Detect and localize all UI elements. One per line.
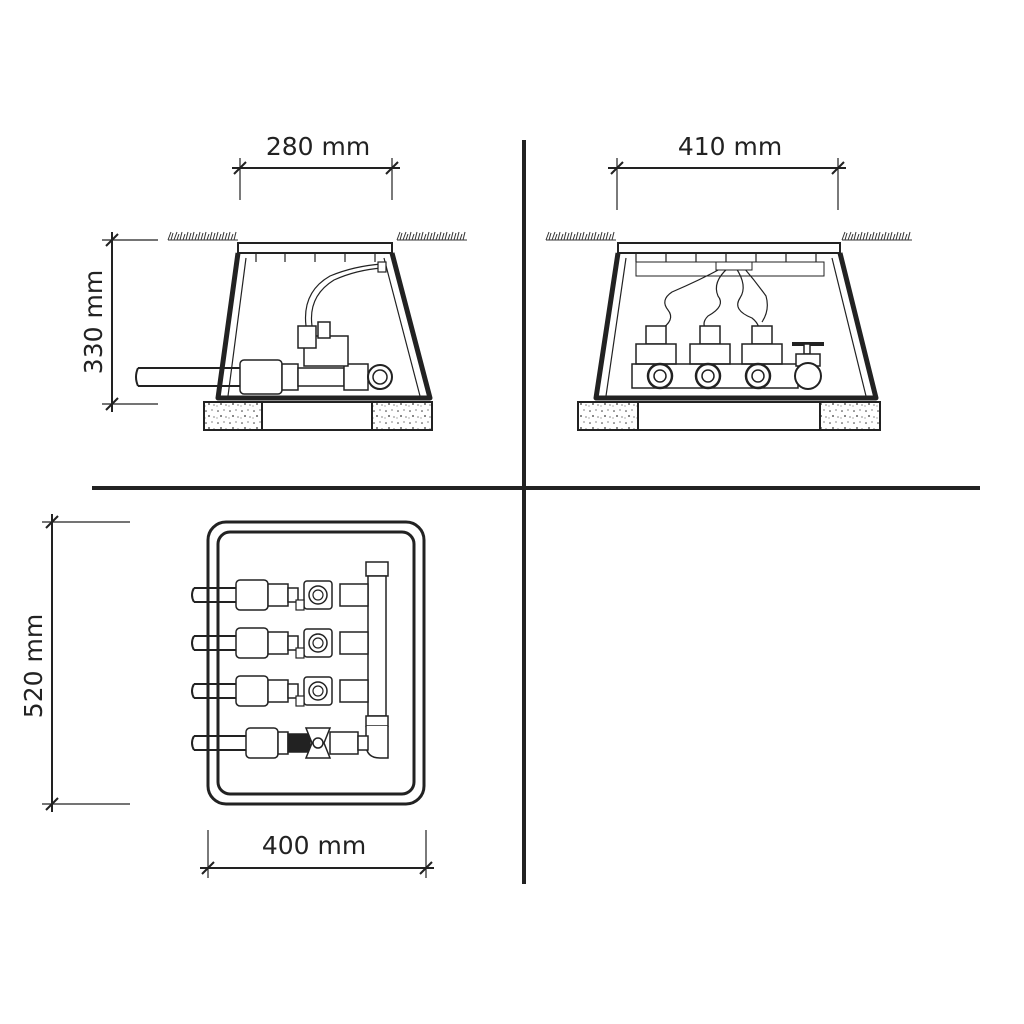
box-lid (617, 242, 841, 277)
view-dividers (92, 140, 980, 884)
front-width-label: 410 mm (678, 132, 782, 161)
side-solenoid-valve (297, 261, 387, 367)
base-right (371, 401, 433, 431)
grass-left (545, 231, 617, 241)
top-manifold (365, 561, 389, 759)
front-view: 410 mm (545, 132, 913, 431)
front-ball-valve (792, 342, 824, 390)
top-ball-valve-row (191, 727, 369, 759)
front-valve-3 (741, 325, 783, 390)
box-shell (593, 252, 879, 401)
side-width-dimension: 280 mm (232, 132, 400, 200)
top-width-label: 400 mm (262, 831, 366, 860)
side-pipe (135, 359, 393, 395)
front-wires (659, 261, 768, 337)
front-valves (631, 325, 824, 390)
base-left (577, 401, 639, 431)
base-right (819, 401, 881, 431)
base-left (203, 401, 263, 431)
side-view: 280 mm 330 mm (79, 132, 468, 431)
top-valve-row-1 (191, 579, 369, 611)
top-valve-row-3 (191, 675, 369, 707)
side-width-label: 280 mm (266, 132, 370, 161)
box-lid (237, 242, 393, 262)
top-width-dimension: 400 mm (200, 830, 434, 878)
top-height-label: 520 mm (19, 614, 48, 718)
grass-left (167, 231, 239, 241)
front-valve-1 (635, 325, 677, 390)
grass-right (841, 231, 913, 241)
side-height-label: 330 mm (79, 270, 108, 374)
top-view: 520 mm 400 mm (19, 514, 434, 878)
top-box-outer (206, 520, 426, 806)
top-valve-row-2 (191, 627, 369, 659)
top-box-inner (216, 530, 416, 796)
box-shell (215, 252, 433, 401)
front-valve-2 (689, 325, 731, 390)
front-width-dimension: 410 mm (608, 132, 846, 210)
grass-right (396, 231, 468, 241)
top-height-dimension: 520 mm (19, 514, 130, 812)
side-height-dimension: 330 mm (79, 232, 158, 412)
